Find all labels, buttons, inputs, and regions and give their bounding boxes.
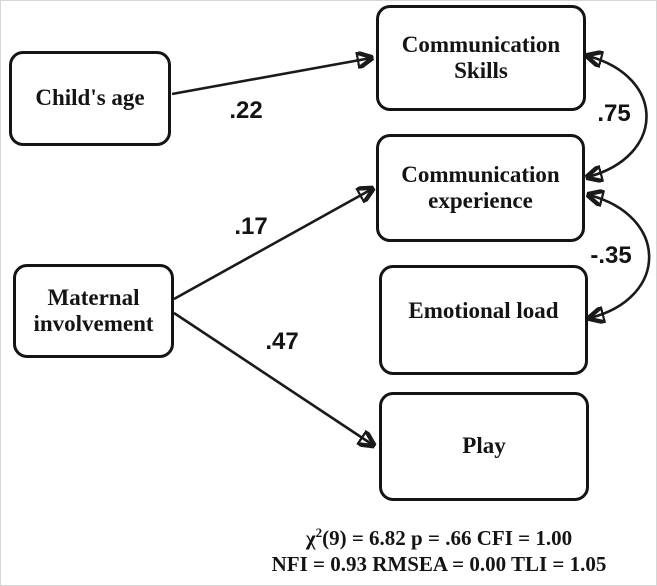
coefficient-maternal-to-play: .47 (265, 328, 299, 355)
covariance-arrow-experience-load (589, 195, 651, 318)
node-communication-experience: Communication experience (376, 134, 585, 242)
node-emotional-load-label: Emotional load (408, 297, 559, 323)
arrow-age-to-skills (171, 58, 371, 96)
coefficient-skills-experience-covariance: .75 (597, 100, 631, 127)
coefficient-maternal-to-experience: .17 (234, 213, 268, 240)
fit-statistics-line1: χ2(9) = 6.82 p = .66 CFI = 1.00 (219, 525, 656, 551)
node-emotional-load: Emotional load (379, 265, 588, 375)
covariance-arrow-skills-experience (588, 56, 648, 177)
arrow-maternal-to-play (173, 311, 373, 445)
fit-statistics-line1-text: (9) = 6.82 p = .66 CFI = 1.00 (322, 526, 573, 550)
chi-symbol: χ (305, 526, 316, 550)
node-play: Play (379, 392, 589, 501)
node-communication-experience-label: Communication experience (401, 161, 560, 213)
node-maternal-involvement: Maternal involvement (13, 264, 174, 358)
node-maternal-involvement-label: Maternal involvement (33, 284, 154, 336)
node-communication-skills: Communication Skills (376, 5, 586, 111)
node-communication-skills-label: Communication Skills (401, 31, 561, 83)
model-fit-statistics: χ2(9) = 6.82 p = .66 CFI = 1.00 NFI = 0.… (219, 525, 656, 577)
fit-statistics-line2: NFI = 0.93 RMSEA = 0.00 TLI = 1.05 (271, 552, 607, 577)
arrow-maternal-to-experience (173, 189, 372, 301)
coefficient-experience-load-covariance: -.35 (590, 242, 632, 269)
node-childs-age: Child's age (9, 51, 171, 146)
node-play-label: Play (462, 433, 506, 459)
coefficient-age-to-skills: .22 (229, 97, 263, 124)
chi-superscript: 2 (315, 525, 323, 540)
node-childs-age-label: Child's age (35, 85, 145, 111)
